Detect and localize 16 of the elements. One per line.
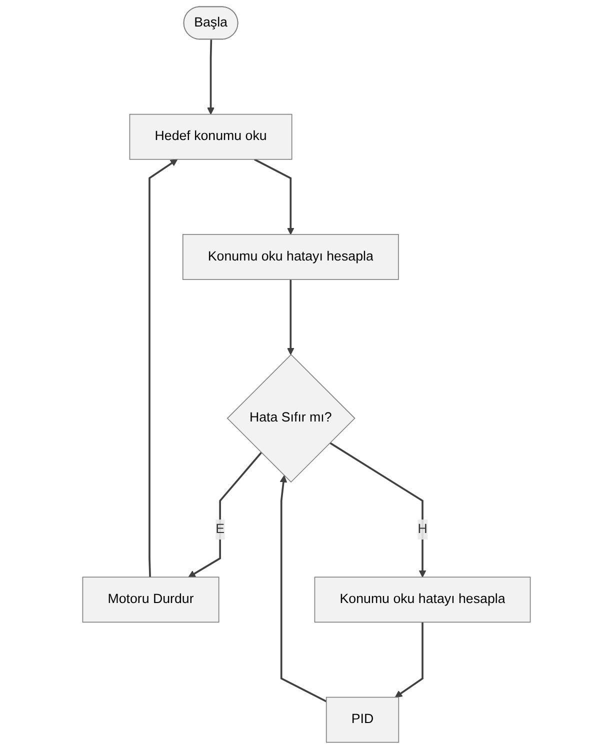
arrow <box>207 40 214 115</box>
arrow <box>329 442 426 578</box>
node-box: PID <box>326 696 400 743</box>
node-diamond: Hata Sıfır mı? <box>226 354 356 483</box>
node-box: Motoru Durdur <box>82 576 220 623</box>
arrow <box>254 158 294 235</box>
edge-label: H <box>418 522 428 536</box>
node-box: Konumu oku hatayı hesapla <box>182 234 399 280</box>
arrow <box>286 280 294 355</box>
edge-label: E <box>216 522 225 536</box>
arrow <box>280 475 327 702</box>
node-box: Konumu oku hatayı hesapla <box>314 576 531 623</box>
arrow <box>188 452 262 578</box>
arrow <box>148 159 178 578</box>
node-box: Hedef konumu oku <box>129 114 292 160</box>
arrow <box>394 622 424 698</box>
